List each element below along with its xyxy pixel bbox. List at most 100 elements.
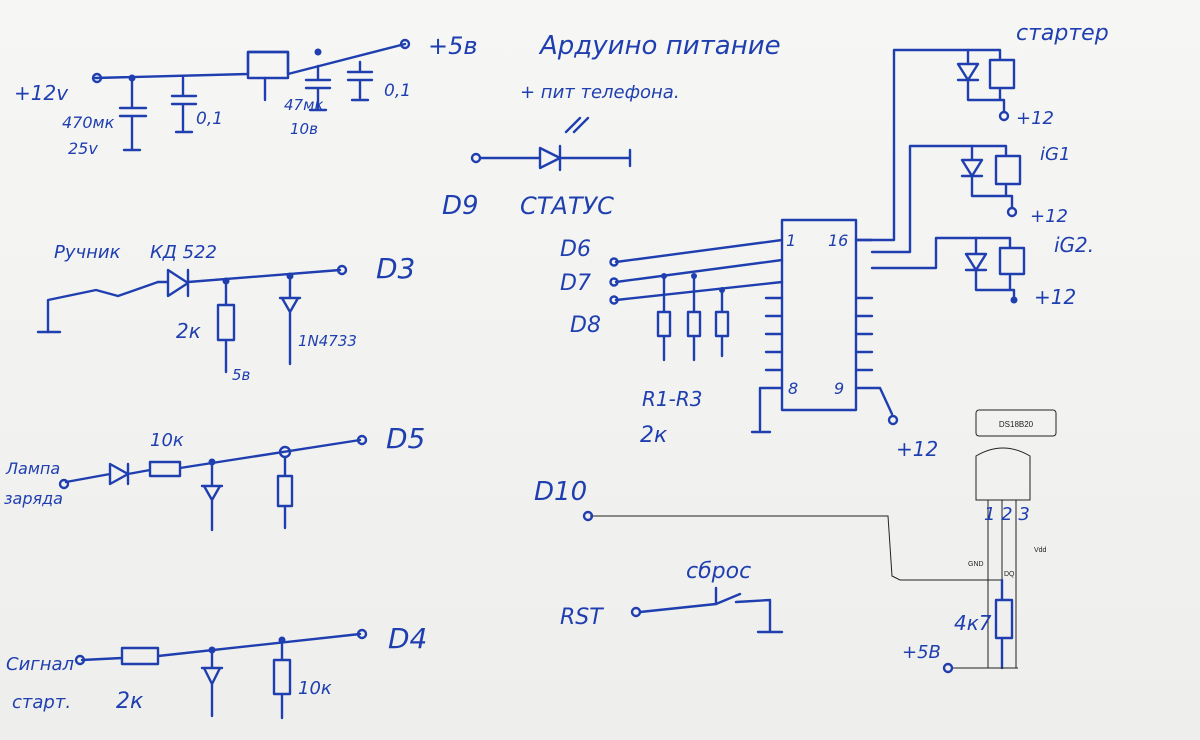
handbrake-switch bbox=[46, 280, 160, 334]
d6-terminal bbox=[609, 257, 619, 267]
relay2-wire bbox=[870, 144, 974, 254]
starter-resistor2-label: 10к bbox=[298, 678, 332, 699]
ic-ground-pin bbox=[750, 386, 784, 434]
ds18b20-pins: 1 2 3 bbox=[984, 504, 1030, 525]
status-led bbox=[478, 144, 632, 172]
starter-resistor-10k bbox=[272, 638, 292, 720]
voltage-regulator bbox=[246, 50, 290, 80]
starter-input-line bbox=[80, 632, 362, 666]
ds18b20-legs bbox=[987, 500, 1017, 668]
d9-terminal bbox=[470, 152, 482, 164]
relay-ig2-terminal bbox=[1010, 296, 1018, 304]
reset-section: RST сброс bbox=[560, 559, 784, 634]
starter-resistor-label: 2к bbox=[116, 689, 144, 714]
ds18b20-section: DS18B20 1 2 3 GND DQ Vdd D10 4к7 +5В bbox=[534, 409, 1057, 674]
relays-section: стартер +12 iG1 +12 iG2. +12 bbox=[854, 21, 1109, 309]
starter-label-2: старт. bbox=[12, 692, 71, 713]
d5-terminal bbox=[356, 434, 368, 446]
zener-label: 1N4733 bbox=[298, 332, 357, 350]
input-terminal bbox=[91, 72, 103, 84]
ds18b20-badge bbox=[975, 409, 1057, 437]
lamp-section: Лампа заряда 10к D5 bbox=[4, 422, 425, 532]
d10-data-wire bbox=[590, 515, 1002, 581]
handbrake-resistor-label: 2к bbox=[176, 319, 201, 343]
sensor-supply-terminal bbox=[942, 662, 954, 674]
gnd-label: GND bbox=[968, 561, 984, 568]
ic-left-pins bbox=[764, 296, 784, 372]
c3-voltage: 10в bbox=[290, 120, 318, 138]
d10-pin-label: D10 bbox=[534, 477, 587, 507]
resistor-r3 bbox=[714, 288, 730, 358]
ic-supply-pin bbox=[854, 386, 894, 416]
relay3-wire bbox=[870, 236, 978, 270]
output-voltage-label: +5в bbox=[428, 32, 478, 60]
d4-pin-label: D4 bbox=[388, 622, 427, 655]
ds18b20-name: DS18B20 bbox=[999, 420, 1034, 429]
lamp-pulldown-resistor bbox=[276, 455, 294, 530]
relay-ig1-supply: +12 bbox=[1030, 206, 1068, 227]
c1-value: 470мк bbox=[62, 113, 115, 132]
handbrake-supply-label: 5в bbox=[232, 366, 251, 384]
output-terminal bbox=[399, 38, 411, 50]
starter-zener bbox=[200, 648, 224, 718]
handbrake-label: Ручник bbox=[54, 242, 121, 263]
d7-pin-label: D7 bbox=[560, 271, 591, 296]
relay-ig1-name: iG1 bbox=[1040, 144, 1070, 165]
power-subtitle: + пит телефона. bbox=[520, 82, 680, 103]
handbrake-section: Ручник КД 522 2к 1N4733 5в D3 bbox=[36, 242, 415, 384]
junction-dot bbox=[314, 48, 322, 56]
reset-label: сброс bbox=[686, 559, 751, 584]
relay1-wire bbox=[854, 48, 970, 242]
c1-voltage: 25v bbox=[68, 139, 98, 158]
rst-terminal bbox=[630, 606, 642, 618]
relay-starter bbox=[956, 48, 1016, 114]
status-label: СТАТУС bbox=[520, 192, 614, 220]
capacitor-c2 bbox=[170, 74, 198, 134]
capacitor-c3 bbox=[304, 64, 332, 112]
reset-button-switch bbox=[638, 592, 784, 634]
c3-value: 47мк bbox=[284, 96, 323, 114]
driver-ic-section: D6 D7 D8 1 16 8 9 R1-R3 2к +12 bbox=[560, 218, 938, 461]
starter-label-1: Сигнал bbox=[6, 654, 74, 675]
resistors-label: R1-R3 bbox=[642, 387, 702, 411]
vdd-label: Vdd bbox=[1034, 547, 1047, 554]
pullup-label: 4к7 bbox=[954, 611, 992, 635]
starter-terminal bbox=[74, 654, 86, 666]
d10-terminal bbox=[582, 510, 594, 522]
driver-input-wires bbox=[614, 238, 784, 302]
lamp-resistor-label: 10к bbox=[150, 430, 184, 451]
relay-starter-supply: +12 bbox=[1016, 108, 1054, 129]
lamp-zener bbox=[200, 460, 224, 532]
relay-starter-name: стартер bbox=[1016, 21, 1109, 46]
d5-pin-label: D5 bbox=[386, 422, 425, 455]
d9-pin-label: D9 bbox=[442, 191, 479, 221]
relay-ig1 bbox=[960, 144, 1022, 210]
ic-pin9: 9 bbox=[834, 379, 844, 398]
resistor-r1 bbox=[656, 274, 672, 362]
relay-ig2 bbox=[964, 236, 1026, 300]
input-voltage-label: +12v bbox=[14, 81, 69, 105]
c2-value: 0,1 bbox=[196, 109, 223, 129]
ic-supply-label: +12 bbox=[896, 437, 938, 461]
zener-1n4733 bbox=[278, 274, 302, 366]
lamp-label-2: заряда bbox=[4, 489, 63, 508]
relay-starter-terminal bbox=[998, 110, 1010, 122]
lamp-label-1: Лампа bbox=[5, 459, 60, 478]
capacitor-c4 bbox=[346, 60, 374, 102]
relay-ig2-supply: +12 bbox=[1034, 285, 1076, 309]
ic-pin8: 8 bbox=[788, 379, 798, 398]
d4-terminal bbox=[356, 628, 368, 640]
dq-label: DQ bbox=[1004, 571, 1015, 578]
kd522-label: КД 522 bbox=[150, 242, 217, 263]
d8-terminal bbox=[609, 295, 619, 305]
led-emission-arrows bbox=[564, 116, 590, 134]
d3-terminal bbox=[336, 264, 348, 276]
ic-supply-terminal bbox=[887, 414, 899, 426]
junction-dot bbox=[128, 74, 136, 82]
resistor-2k bbox=[216, 279, 236, 374]
resistors-value: 2к bbox=[640, 423, 668, 448]
ic-right-pins bbox=[854, 238, 874, 372]
power-supply-section: +12v 470мк 25v 0,1 47мк 10в 0,1 +5в Арду… bbox=[14, 31, 781, 158]
resistor-r2 bbox=[686, 274, 702, 362]
